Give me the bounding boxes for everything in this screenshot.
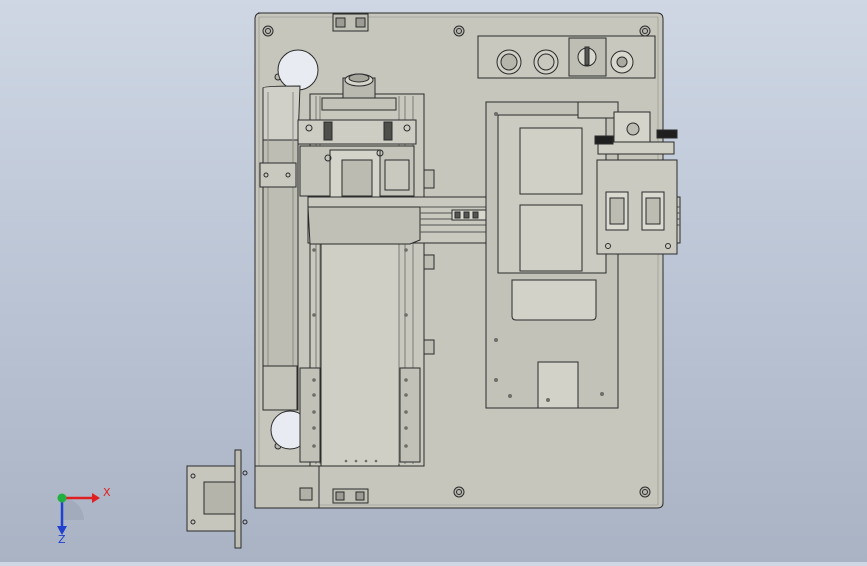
drive-pulley bbox=[321, 73, 397, 111]
top-clamp-block bbox=[332, 13, 369, 32]
gripper bbox=[594, 111, 678, 255]
fixture-tray bbox=[485, 101, 619, 409]
pulley-cutouts bbox=[270, 49, 319, 450]
motor-flange bbox=[186, 449, 248, 549]
belt-guard bbox=[259, 85, 301, 411]
coordinate-triad: X Z bbox=[40, 478, 120, 548]
bottom-clamp-block bbox=[332, 488, 369, 504]
bottom-bracket bbox=[254, 465, 320, 509]
x-axis-label: X bbox=[103, 486, 111, 499]
z-axis-label: Z bbox=[58, 533, 66, 546]
control-panel bbox=[477, 35, 656, 79]
